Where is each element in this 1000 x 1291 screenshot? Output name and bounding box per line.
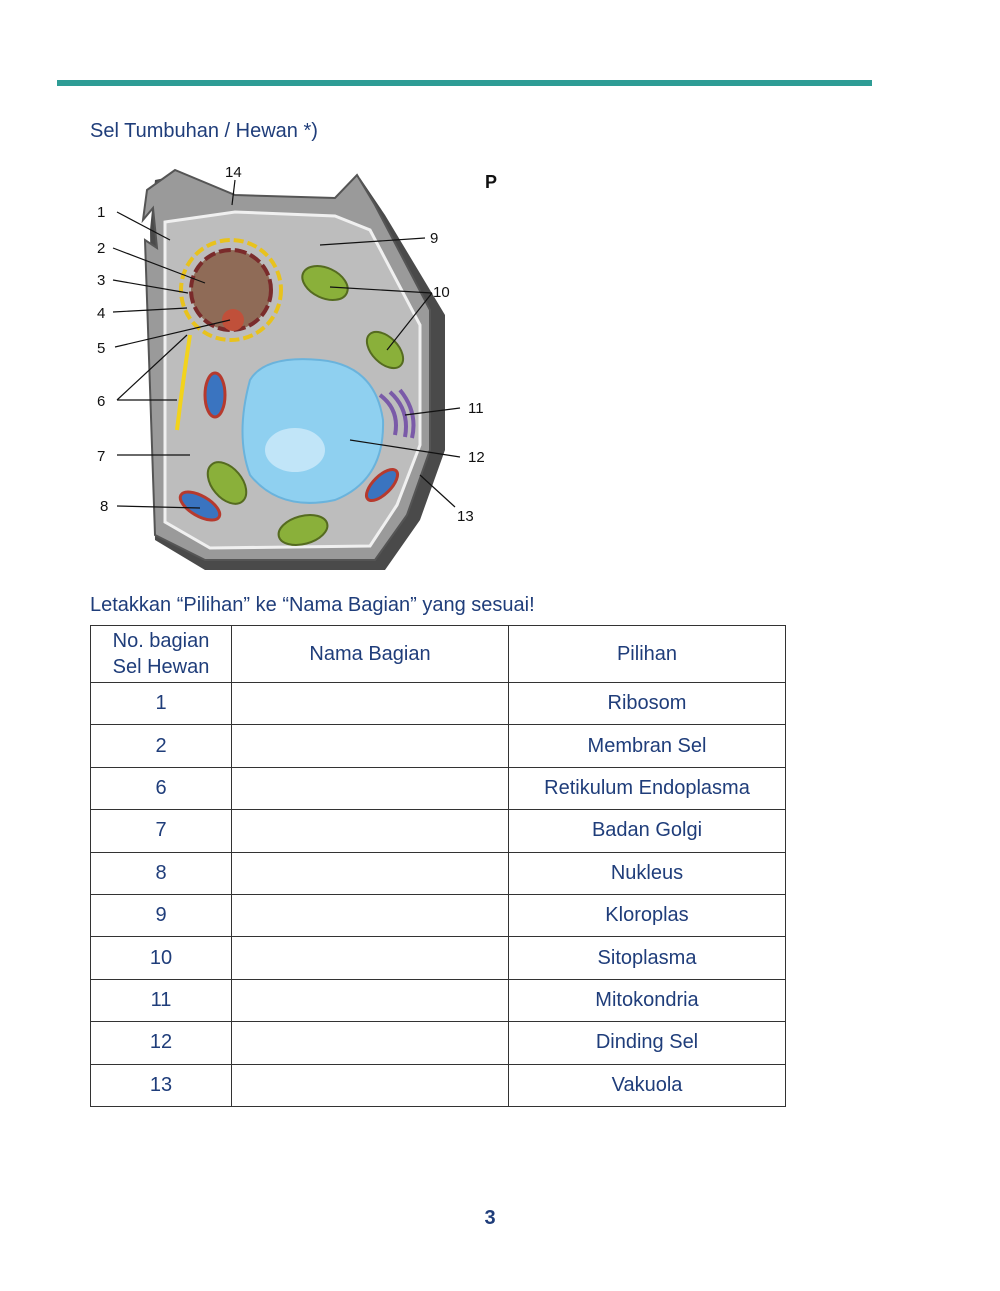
table-row: 12 Dinding Sel <box>90 1021 786 1065</box>
pilihan-option[interactable]: Nukleus <box>508 851 786 895</box>
row-number: 10 <box>90 936 232 980</box>
table-row: 10 Sitoplasma <box>90 936 786 980</box>
label-3: 3 <box>97 272 105 289</box>
header-nama: Nama Bagian <box>231 625 509 683</box>
nama-bagian-drop-cell[interactable] <box>231 724 509 768</box>
nama-bagian-drop-cell[interactable] <box>231 1021 509 1065</box>
nama-bagian-drop-cell[interactable] <box>231 766 509 811</box>
header-no-line1: No. bagian <box>112 630 210 652</box>
table-header-row: No. bagian Sel Hewan Nama Bagian Pilihan <box>90 625 786 683</box>
row-number: 7 <box>90 809 232 853</box>
table-row: 8 Nukleus <box>90 851 786 895</box>
diagram-labels: 1 2 3 4 5 6 7 8 9 10 11 12 13 14 P <box>97 164 497 525</box>
page-number: 3 <box>484 1207 496 1229</box>
row-number: 8 <box>90 851 232 895</box>
row-number: 12 <box>90 1021 232 1065</box>
label-14: 14 <box>225 164 242 181</box>
nama-bagian-drop-cell[interactable] <box>231 809 509 853</box>
pilihan-option[interactable]: Ribosom <box>508 681 786 726</box>
label-2: 2 <box>97 240 105 257</box>
table-row: 7 Badan Golgi <box>90 809 786 853</box>
top-rule <box>57 80 872 86</box>
pilihan-option[interactable]: Membran Sel <box>508 724 786 768</box>
table-row: 13 Vakuola <box>90 1063 786 1107</box>
nama-bagian-drop-cell[interactable] <box>231 936 509 980</box>
header-no: No. bagian Sel Hewan <box>90 625 232 683</box>
nama-bagian-drop-cell[interactable] <box>231 978 509 1023</box>
instruction-text: Letakkan “Pilihan” ke “Nama Bagian” yang… <box>90 594 535 616</box>
nama-bagian-drop-cell[interactable] <box>231 893 509 938</box>
label-11: 11 <box>468 400 484 417</box>
page-heading: Sel Tumbuhan / Hewan *) <box>90 120 318 142</box>
pilihan-option[interactable]: Dinding Sel <box>508 1021 786 1065</box>
corner-letter: P <box>485 172 497 192</box>
table-row: 9 Kloroplas <box>90 893 786 938</box>
nama-bagian-drop-cell[interactable] <box>231 681 509 726</box>
row-number: 11 <box>90 978 232 1023</box>
table-row: 6 Retikulum Endoplasma <box>90 766 786 811</box>
pilihan-option[interactable]: Kloroplas <box>508 893 786 938</box>
label-13: 13 <box>457 508 474 525</box>
table-row: 11 Mitokondria <box>90 978 786 1023</box>
row-number: 9 <box>90 893 232 938</box>
pilihan-option[interactable]: Badan Golgi <box>508 809 786 853</box>
label-12: 12 <box>468 449 485 466</box>
header-no-line2: Sel Hewan <box>112 656 210 678</box>
pilihan-option[interactable]: Mitokondria <box>508 978 786 1023</box>
label-1: 1 <box>97 204 105 221</box>
label-8: 8 <box>100 498 108 515</box>
label-10: 10 <box>433 284 450 301</box>
plant-cell-diagram: 1 2 3 4 5 6 7 8 9 10 11 12 13 14 P <box>97 164 497 570</box>
row-number: 6 <box>90 766 232 811</box>
nama-bagian-drop-cell[interactable] <box>231 1063 509 1107</box>
nama-bagian-drop-cell[interactable] <box>231 851 509 895</box>
label-4: 4 <box>97 305 105 322</box>
label-9: 9 <box>430 230 438 247</box>
header-pilihan: Pilihan <box>508 625 786 683</box>
label-6: 6 <box>97 393 105 410</box>
pilihan-option[interactable]: Retikulum Endoplasma <box>508 766 786 811</box>
pilihan-option[interactable]: Vakuola <box>508 1063 786 1107</box>
row-number: 13 <box>90 1063 232 1107</box>
matching-table: No. bagian Sel Hewan Nama Bagian Pilihan… <box>90 625 786 1107</box>
table-row: 2 Membran Sel <box>90 724 786 768</box>
label-5: 5 <box>97 340 105 357</box>
label-7: 7 <box>97 448 105 465</box>
row-number: 1 <box>90 681 232 726</box>
row-number: 2 <box>90 724 232 768</box>
pilihan-option[interactable]: Sitoplasma <box>508 936 786 980</box>
table-row: 1 Ribosom <box>90 681 786 726</box>
